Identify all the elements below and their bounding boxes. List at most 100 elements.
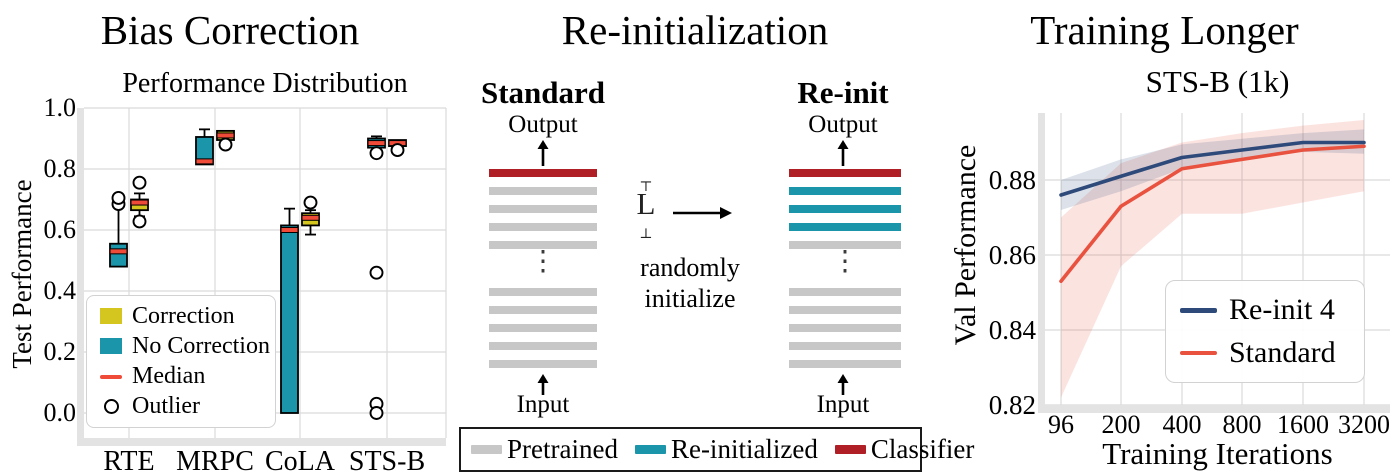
bracket-top-icon: ⊤ [639,180,653,195]
line-standard [1059,144,1366,284]
linechart-x-tick-label: 200 [1101,410,1141,439]
left-spine [1038,113,1045,413]
pretrained-layer [489,205,597,213]
reinit-layer [789,205,901,213]
box-correction-mrpc [216,129,235,152]
swatch-marker-icon [99,338,123,355]
circle-marker-icon [99,399,123,415]
output-label-reinit: Output [808,111,878,138]
legend-label: No Correction [132,332,270,359]
linechart-x-tick-label: 1600 [1277,410,1329,439]
left-spine [77,108,84,446]
input-label-reinit: Input [816,391,870,418]
ellipsis-dots-standard: ⋮ [529,246,557,277]
legend-label: Median [132,363,206,390]
bottom-spine [1038,405,1390,413]
box-correction-cola [301,195,320,236]
layer-swatch-icon [634,445,666,454]
layer-swatch-icon [471,445,502,454]
legend-label: Standard [1229,335,1336,369]
line-marker-icon [1180,308,1217,313]
diagram-legend: Pretrained Re-initialized Classifier [459,427,974,472]
box-no-correction-mrpc [195,128,214,166]
circle-marker-icon [103,399,119,415]
linechart-x-tick-label: 800 [1222,410,1262,439]
output-arrow-icon [537,140,549,166]
confidence-band-standard [1061,120,1364,398]
box-no-correction-rte [109,191,128,268]
reinit-layer [789,187,901,195]
box-correction-sts-b [388,139,407,158]
pretrained-layer [789,306,901,314]
reinit-layer [789,223,901,231]
legend-label: Pretrained [507,434,618,464]
pretrained-layer [489,306,597,314]
boxplot-y-tick-label: 0.8 [43,154,77,183]
legend-item-re-init-4: Re-init 4 [1180,293,1364,327]
legend-label: Correction [132,302,235,329]
linechart-y-tick-label: 0.82 [988,390,1036,420]
linechart-x-axis-label: Training Iterations [1102,436,1333,471]
legend-item-correction: Correction [99,303,275,330]
pretrained-layer [489,342,597,350]
diagram-heading-standard: Standard [480,75,606,110]
linechart-title: STS-B (1k) [1145,64,1290,99]
legend-item-re-initialized: Re-initialized [634,434,818,465]
box-correction-rte [130,175,149,229]
linechart-y-tick-label: 0.86 [988,240,1036,270]
linechart-y-tick-label: 0.88 [988,165,1036,195]
linechart-x-tick-label: 96 [1048,410,1074,439]
boxplot-x-tick-label: CoLA [265,446,335,475]
pretrained-layer [789,360,901,368]
classifier-layer [489,169,597,177]
boxplot-y-tick-label: 0.0 [43,398,77,427]
output-arrow-icon [837,140,849,166]
outlier-point [111,191,126,205]
ellipsis-dots-reinit: ⋮ [831,246,859,277]
outlier-point [132,175,147,190]
outlier-point [369,265,384,280]
box-no-correction-sts-b [367,135,386,420]
boxplot-y-tick-label: 0.4 [43,276,77,305]
outlier-point [303,195,318,210]
legend-label: Classifier [870,434,975,464]
boxplot-y-tick-label: 0.2 [43,337,77,366]
linechart-y-tick-label: 0.84 [988,315,1036,345]
panel-title-training-longer: Training Longer [1030,7,1299,53]
bracket-bottom-icon: ⊥ [639,227,653,242]
line-marker-icon [1180,350,1217,355]
pretrained-layer [489,288,597,296]
legend-label: Outlier [132,393,200,420]
layer-count-label: L [636,186,656,221]
input-arrow-icon [537,374,549,395]
legend-label: Re-initialized [670,434,818,464]
outlier-point [369,146,384,161]
boxplot-y-tick-label: 1.0 [43,93,77,122]
swatch-marker-icon [100,338,122,355]
linechart-x-tick-label: 3200 [1338,410,1390,439]
boxplot-title: Performance Distribution [122,68,408,99]
transform-arrow-icon [673,207,732,219]
pretrained-layer [789,241,901,249]
linechart-x-tick-label: 400 [1162,410,1202,439]
box-no-correction-cola [280,207,299,414]
legend-item-outlier: Outlier [99,393,275,420]
outlier-point [218,137,233,152]
boxplot-canvas [77,107,447,446]
pretrained-layer [489,223,597,231]
panel-title-bias-correction: Bias Correction [100,7,360,53]
layer-stack-standard [489,169,597,368]
pretrained-layer [789,342,901,350]
panel-title-re-initialization: Re-initialization [561,7,829,53]
boxplot-x-tick-label: RTE [103,446,155,475]
boxplot-x-tick-label: MRPC [176,446,254,475]
legend-item-classifier: Classifier [834,434,975,465]
line-re-init-4 [1059,140,1366,197]
caption-initialize: initialize [644,284,736,313]
diagram-canvas [489,140,901,395]
pretrained-layer [489,187,597,195]
boxplot-x-tick-label: STS-B [348,446,426,475]
confidence-band-re-init-4 [1061,129,1364,210]
